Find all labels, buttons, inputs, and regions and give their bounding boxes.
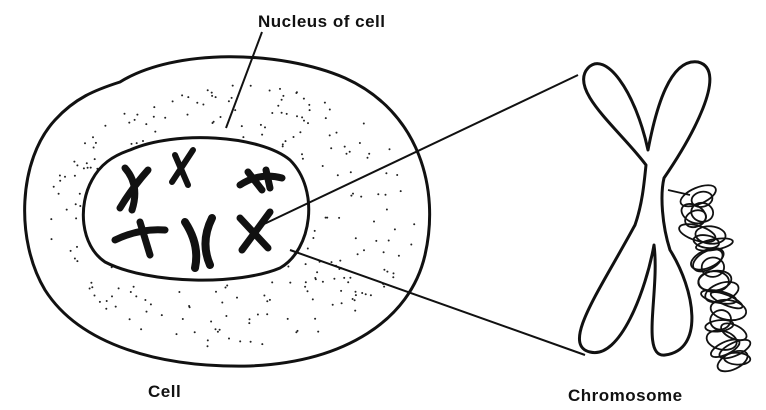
cell-label: Cell [148, 382, 182, 401]
zoom-line-upper [261, 74, 579, 226]
coiled-chromatin [667, 184, 752, 373]
nucleus-label: Nucleus of cell [258, 12, 386, 31]
chromosome-shape [236, 166, 286, 194]
zoom-line-lower [289, 249, 586, 356]
chromosome-shape [181, 214, 216, 272]
chromosome-shape [169, 147, 196, 188]
nucleus-leader-line [225, 31, 263, 129]
nucleus-chromosomes [111, 147, 286, 272]
chromosome-shape [111, 218, 169, 259]
chromosome-shape [236, 208, 274, 254]
enlarged-chromosome [578, 60, 712, 357]
chromosome-label: Chromosome [568, 386, 683, 405]
cell-membrane [23, 55, 432, 368]
chromosome-shape [116, 164, 152, 214]
